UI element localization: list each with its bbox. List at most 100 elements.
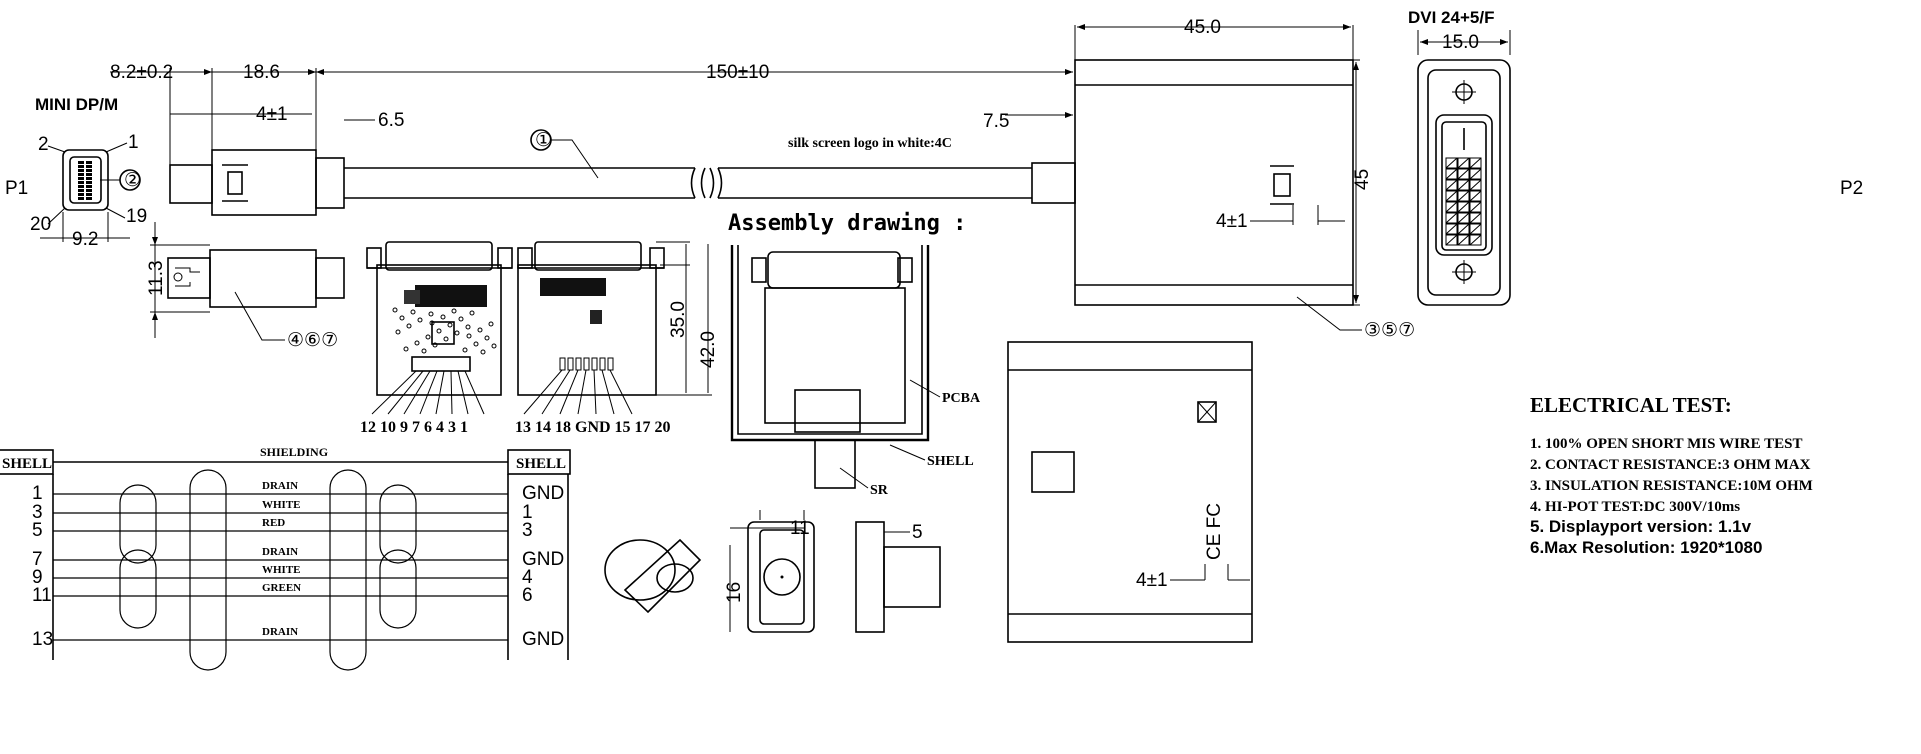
- mini-dp-connector: MINI DP/M 4±1 6.5: [35, 95, 404, 216]
- mini-dp-pin: [78, 173, 84, 176]
- dim-8-2: 8.2±0.2: [110, 62, 173, 83]
- electrical-test-notes: ELECTRICAL TEST: 1. 100% OPEN SHORT MIS …: [1530, 393, 1813, 557]
- pin-2-label: 2: [38, 134, 49, 155]
- mini-dp-pin: [78, 177, 84, 180]
- mini-dp-pin: [78, 189, 84, 192]
- electrical-item: 4. HI-POT TEST:DC 300V/10ms: [1530, 499, 1740, 515]
- assembly-drawing: Assembly drawing : PCBA SHELL SR: [728, 211, 981, 498]
- mini-dp-pin: [78, 185, 84, 188]
- wiring-right-pin: GND: [522, 549, 564, 570]
- callout-357: ③⑤⑦: [1364, 320, 1415, 341]
- mini-dp-pin-grid: [78, 161, 92, 200]
- dvi-front-view: P2: [1417, 59, 1863, 306]
- sr-label: SR: [870, 483, 889, 498]
- assembly-title: Assembly drawing :: [728, 211, 966, 236]
- wiring-right-pin: 1: [522, 502, 533, 523]
- mini-dp-pin: [86, 165, 92, 168]
- shielding-label: SHIELDING: [260, 445, 328, 459]
- ce-fcc-mark: CE FC: [1204, 503, 1225, 560]
- cable: ①: [344, 129, 1032, 199]
- wiring-wire-label: WHITE: [262, 499, 301, 511]
- mini-dp-pin: [86, 173, 92, 176]
- dvi-pin: [1445, 223, 1458, 235]
- wiring-right-pin: 6: [522, 585, 533, 606]
- dvi-pin: [1445, 157, 1458, 169]
- pcb-right-pin-labels: 13 14 18 GND 15 17 20: [515, 419, 671, 436]
- dvi-pin: [1445, 179, 1458, 191]
- wiring-left-pin: 9: [32, 567, 43, 588]
- dim-9-2: 9.2: [72, 229, 98, 250]
- dvi-pin: [1469, 190, 1482, 202]
- electrical-item: 3. INSULATION RESISTANCE:10M OHM: [1530, 478, 1813, 494]
- dim-6-5: 6.5: [378, 110, 404, 131]
- strain-relief-views: 11 16 5: [604, 510, 941, 633]
- wiring-wire-label: DRAIN: [262, 626, 298, 638]
- dim-4-1b: 4±1: [1216, 211, 1248, 232]
- dvi-pin: [1445, 190, 1458, 202]
- dvi-pin: [1445, 201, 1458, 213]
- mini-dp-pin: [86, 161, 92, 164]
- mini-dp-pin: [86, 169, 92, 172]
- dvi-pin: [1457, 168, 1470, 180]
- dim-11: 11: [790, 518, 810, 539]
- wiring-left-pin: 1: [32, 483, 43, 504]
- dvi-pin: [1445, 212, 1458, 224]
- dim-16: 16: [724, 582, 745, 603]
- pin-20-label: 20: [30, 214, 51, 235]
- callout-1: ①: [535, 130, 552, 151]
- mini-dp-pin: [86, 185, 92, 188]
- mini-dp-pin: [78, 181, 84, 184]
- electrical-title: ELECTRICAL TEST:: [1530, 393, 1732, 417]
- pcba-label: PCBA: [942, 391, 981, 406]
- dim-11-3: 11.3: [146, 260, 167, 296]
- dvi-label: DVI 24+5/F: [1408, 8, 1494, 27]
- mini-dp-pin: [86, 181, 92, 184]
- dvi-pin: [1469, 201, 1482, 213]
- silk-screen-note: silk screen logo in white:4C: [788, 136, 952, 151]
- mini-dp-pin: [78, 165, 84, 168]
- dim-45-side: 45: [1352, 169, 1373, 190]
- mini-dp-pin: [86, 177, 92, 180]
- dvi-pin: [1457, 179, 1470, 191]
- wiring-wire-label: DRAIN: [262, 546, 298, 558]
- wiring-left-pin: 5: [32, 520, 43, 541]
- mini-dp-pin: [86, 193, 92, 196]
- wiring-right-header: SHELL: [516, 456, 566, 472]
- dvi-pin: [1469, 168, 1482, 180]
- dim-45-top: 45.0: [1184, 17, 1221, 38]
- mini-dp-label: MINI DP/M: [35, 95, 118, 114]
- wiring-left-pin: 11: [32, 585, 52, 606]
- electrical-item: 2. CONTACT RESISTANCE:3 OHM MAX: [1530, 457, 1811, 473]
- dvi-pin: [1469, 179, 1482, 191]
- shell-label: SHELL: [927, 454, 974, 469]
- wiring-left-pin: 7: [32, 549, 43, 570]
- pin-19-label: 19: [126, 206, 147, 227]
- mini-dp-pin: [86, 197, 92, 200]
- dim-35: 35.0: [668, 301, 689, 338]
- dim-7-5: 7.5: [983, 111, 1009, 132]
- dvi-pin: [1457, 201, 1470, 213]
- mini-dp-pin: [78, 161, 84, 164]
- dim-15: 15.0: [1442, 32, 1479, 53]
- wiring-left-pin: 3: [32, 502, 43, 523]
- callout-2: ②: [124, 170, 141, 191]
- dvi-pin: [1445, 234, 1458, 246]
- dvi-pin: [1457, 190, 1470, 202]
- mini-dp-pin: [78, 197, 84, 200]
- dim-42: 42.0: [698, 331, 719, 368]
- dvi-pin: [1457, 212, 1470, 224]
- wiring-wire-label: DRAIN: [262, 480, 298, 492]
- wiring-right-pin: 4: [522, 567, 533, 588]
- wiring-right-pin: 3: [522, 520, 533, 541]
- dvi-pin: [1469, 234, 1482, 246]
- wiring-wire-label: RED: [262, 517, 285, 529]
- dvi-pin: [1469, 212, 1482, 224]
- pcb-views: 12 10 9 7 6 4 3 1 13 14 18 GND 15 17 20 …: [360, 241, 719, 436]
- pcb-left-pin-labels: 12 10 9 7 6 4 3 1: [360, 419, 468, 436]
- dvi-pin-grid: [1445, 157, 1482, 246]
- mini-dp-pin: [78, 193, 84, 196]
- dim-4-1c: 4±1: [1136, 570, 1168, 591]
- dim-18-6: 18.6: [243, 62, 280, 83]
- mini-dp-top-view: 11.3 ④⑥⑦: [146, 222, 345, 351]
